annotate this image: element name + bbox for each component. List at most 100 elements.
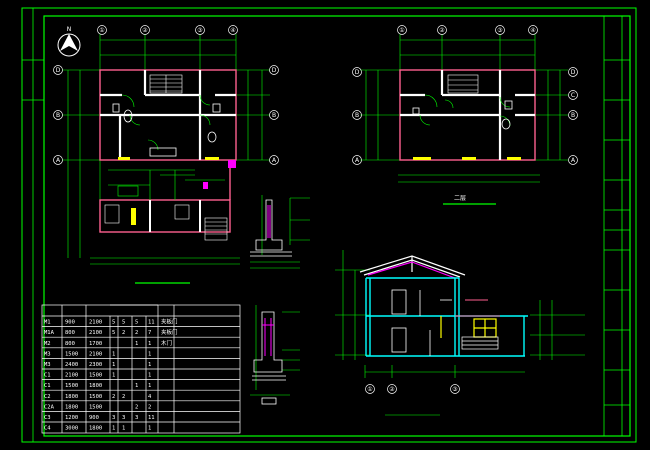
drawing-frame bbox=[21, 7, 637, 443]
schedule-cell: C1 bbox=[44, 373, 51, 379]
schedule-cell: 2100 bbox=[65, 373, 78, 379]
schedule-cell: 1500 bbox=[65, 383, 78, 389]
schedule-cell: 3 bbox=[122, 415, 125, 421]
axis-label: B bbox=[272, 112, 276, 119]
schedule-cell: 7 bbox=[148, 330, 151, 336]
axis-label: ② bbox=[439, 27, 445, 34]
schedule-cell: 2 bbox=[148, 404, 151, 410]
axis-label: ① bbox=[399, 27, 404, 34]
schedule-cell: 1 bbox=[122, 426, 125, 432]
schedule-cell: 800 bbox=[65, 330, 75, 336]
axis-label: A bbox=[272, 157, 277, 164]
schedule-cell: M1 bbox=[44, 320, 51, 326]
schedule-cell: 1 bbox=[112, 373, 115, 379]
schedule-cell: C2A bbox=[44, 404, 55, 410]
schedule-cell: M2 bbox=[44, 341, 51, 347]
schedule-cell: 5 bbox=[112, 320, 115, 326]
schedule-cell: C3 bbox=[44, 415, 51, 421]
schedule-cell: 1 bbox=[148, 362, 151, 368]
axis-label: D bbox=[56, 67, 61, 74]
schedule-cell: 900 bbox=[89, 415, 99, 421]
schedule-cell: 2400 bbox=[65, 362, 78, 368]
schedule-cell: M3 bbox=[44, 362, 51, 368]
schedule-cell: 900 bbox=[65, 320, 75, 326]
schedule-cell: 3 bbox=[135, 415, 138, 421]
schedule-cell: M3 bbox=[44, 351, 51, 357]
schedule-cell: 1 bbox=[112, 426, 115, 432]
schedule-cell: 1 bbox=[112, 351, 115, 357]
axis-label: ② bbox=[142, 27, 148, 34]
schedule-cell: 1500 bbox=[65, 351, 78, 357]
schedule-cell: 4 bbox=[148, 394, 152, 400]
axis-label: B bbox=[56, 112, 60, 119]
axis-label: A bbox=[56, 157, 61, 164]
schedule-cell: 1200 bbox=[65, 415, 78, 421]
second-floor-plan: 二层 ① ② ③ ④ D B A D C B A bbox=[352, 25, 578, 205]
schedule-cell: 1 bbox=[112, 362, 115, 368]
axis-label: ④ bbox=[230, 27, 235, 34]
schedule-cell: 夹板门 bbox=[161, 318, 178, 326]
axis-label: D bbox=[571, 69, 576, 76]
axis-label: D bbox=[355, 69, 360, 76]
schedule-cell: 5 bbox=[135, 320, 138, 326]
schedule-cell: 2 bbox=[135, 330, 138, 336]
building-section: ① ② ③ bbox=[335, 250, 585, 416]
schedule-cell: 1800 bbox=[65, 394, 78, 400]
first-floor-plan: ① ② ③ ④ D B A D B A bbox=[53, 25, 279, 284]
schedule-cell: 1 bbox=[135, 383, 138, 389]
schedule-cell: 1 bbox=[148, 373, 151, 379]
plan2-axis-bubbles bbox=[352, 25, 578, 165]
schedule-cell: 2 bbox=[135, 404, 138, 410]
north-label: N bbox=[67, 26, 72, 33]
axis-label: ② bbox=[389, 386, 395, 393]
schedule-cell: 5 bbox=[122, 320, 125, 326]
title-block bbox=[603, 16, 630, 436]
axis-label: ① bbox=[99, 27, 104, 34]
plan1-axis-bubbles bbox=[53, 25, 279, 165]
schedule-cell: 1 bbox=[148, 341, 151, 347]
axis-label: B bbox=[571, 112, 575, 119]
axis-label: A bbox=[571, 157, 576, 164]
foundation-detail-upper bbox=[250, 195, 310, 269]
schedule-cell: 1500 bbox=[89, 373, 102, 379]
schedule-cell: 5 bbox=[112, 330, 115, 336]
axis-label: ④ bbox=[530, 27, 535, 34]
axis-label: A bbox=[355, 157, 360, 164]
schedule-cell: 11 bbox=[148, 415, 155, 421]
schedule-cell: C1 bbox=[44, 383, 51, 389]
schedule-cell: 11 bbox=[148, 320, 155, 326]
schedule-cell: 1700 bbox=[89, 341, 102, 347]
schedule-cell: 3000 bbox=[65, 426, 78, 432]
schedule-cell: 1800 bbox=[89, 383, 102, 389]
axis-label: B bbox=[355, 112, 359, 119]
schedule-cell: 夹板门 bbox=[161, 328, 178, 336]
schedule-cell: 1 bbox=[148, 383, 151, 389]
schedule-cell: 2 bbox=[122, 394, 125, 400]
schedule-cell: 2100 bbox=[89, 330, 102, 336]
schedule-cell: C2 bbox=[44, 394, 51, 400]
schedule-cell: 1800 bbox=[65, 404, 78, 410]
schedule-cell: 1 bbox=[148, 426, 151, 432]
axis-label: ③ bbox=[497, 27, 502, 34]
axis-label: ③ bbox=[197, 27, 202, 34]
schedule-cell: 1 bbox=[135, 341, 138, 347]
schedule-cell: 800 bbox=[65, 341, 75, 347]
north-arrow-icon: N bbox=[57, 26, 81, 57]
schedule-cell: M1A bbox=[44, 330, 55, 336]
schedule-cell: 2100 bbox=[89, 351, 102, 357]
foundation-detail-lower bbox=[250, 305, 300, 405]
schedule-cell: 2300 bbox=[89, 362, 102, 368]
schedule-cell: 3 bbox=[112, 415, 115, 421]
schedule-cell: 木门 bbox=[161, 339, 172, 347]
schedule-cell: 2 bbox=[122, 330, 125, 336]
axis-label: D bbox=[272, 67, 277, 74]
second-floor-title: 二层 bbox=[454, 195, 466, 202]
schedule-cell: C4 bbox=[44, 426, 51, 432]
schedule-cell: 1500 bbox=[89, 404, 102, 410]
axis-label: ① bbox=[367, 386, 372, 393]
schedule-cell: 1800 bbox=[89, 426, 102, 432]
schedule-cell: 2100 bbox=[89, 320, 102, 326]
axis-label: ③ bbox=[452, 386, 457, 393]
schedule-cell: 1 bbox=[148, 351, 151, 357]
